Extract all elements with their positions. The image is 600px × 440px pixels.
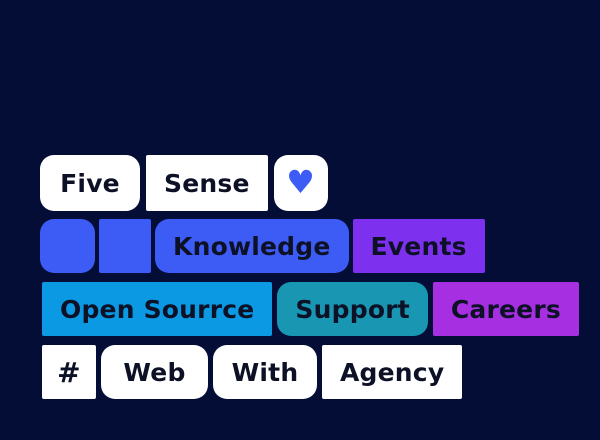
decorative-blue-square-rounded (40, 219, 95, 273)
tile-agency: Agency (322, 345, 463, 399)
decorative-blue-square (99, 219, 151, 273)
tile-open-source[interactable]: Open Sourrce (42, 282, 273, 336)
tile-events[interactable]: Events (352, 219, 485, 273)
heart-button[interactable]: ♥ (273, 155, 328, 211)
tile-five[interactable]: Five (40, 155, 140, 211)
tile-support[interactable]: Support (277, 282, 428, 336)
tile-row-tagline: # Web With Agency (42, 345, 579, 399)
tile-row-nav-1: Knowledge Events (40, 219, 579, 273)
tile-careers[interactable]: Careers (432, 282, 579, 336)
tile-web: Web (101, 345, 208, 399)
hero-tiles: Five Sense ♥ Knowledge Events Open Sourr… (40, 155, 579, 399)
tile-with: With (213, 345, 317, 399)
tile-hash: # (42, 345, 96, 399)
tile-row-brand: Five Sense ♥ (40, 155, 579, 211)
tile-sense[interactable]: Sense (146, 155, 268, 211)
tile-knowledge[interactable]: Knowledge (155, 219, 349, 273)
heart-icon: ♥ (286, 163, 316, 201)
tile-row-nav-2: Open Sourrce Support Careers (42, 282, 579, 336)
